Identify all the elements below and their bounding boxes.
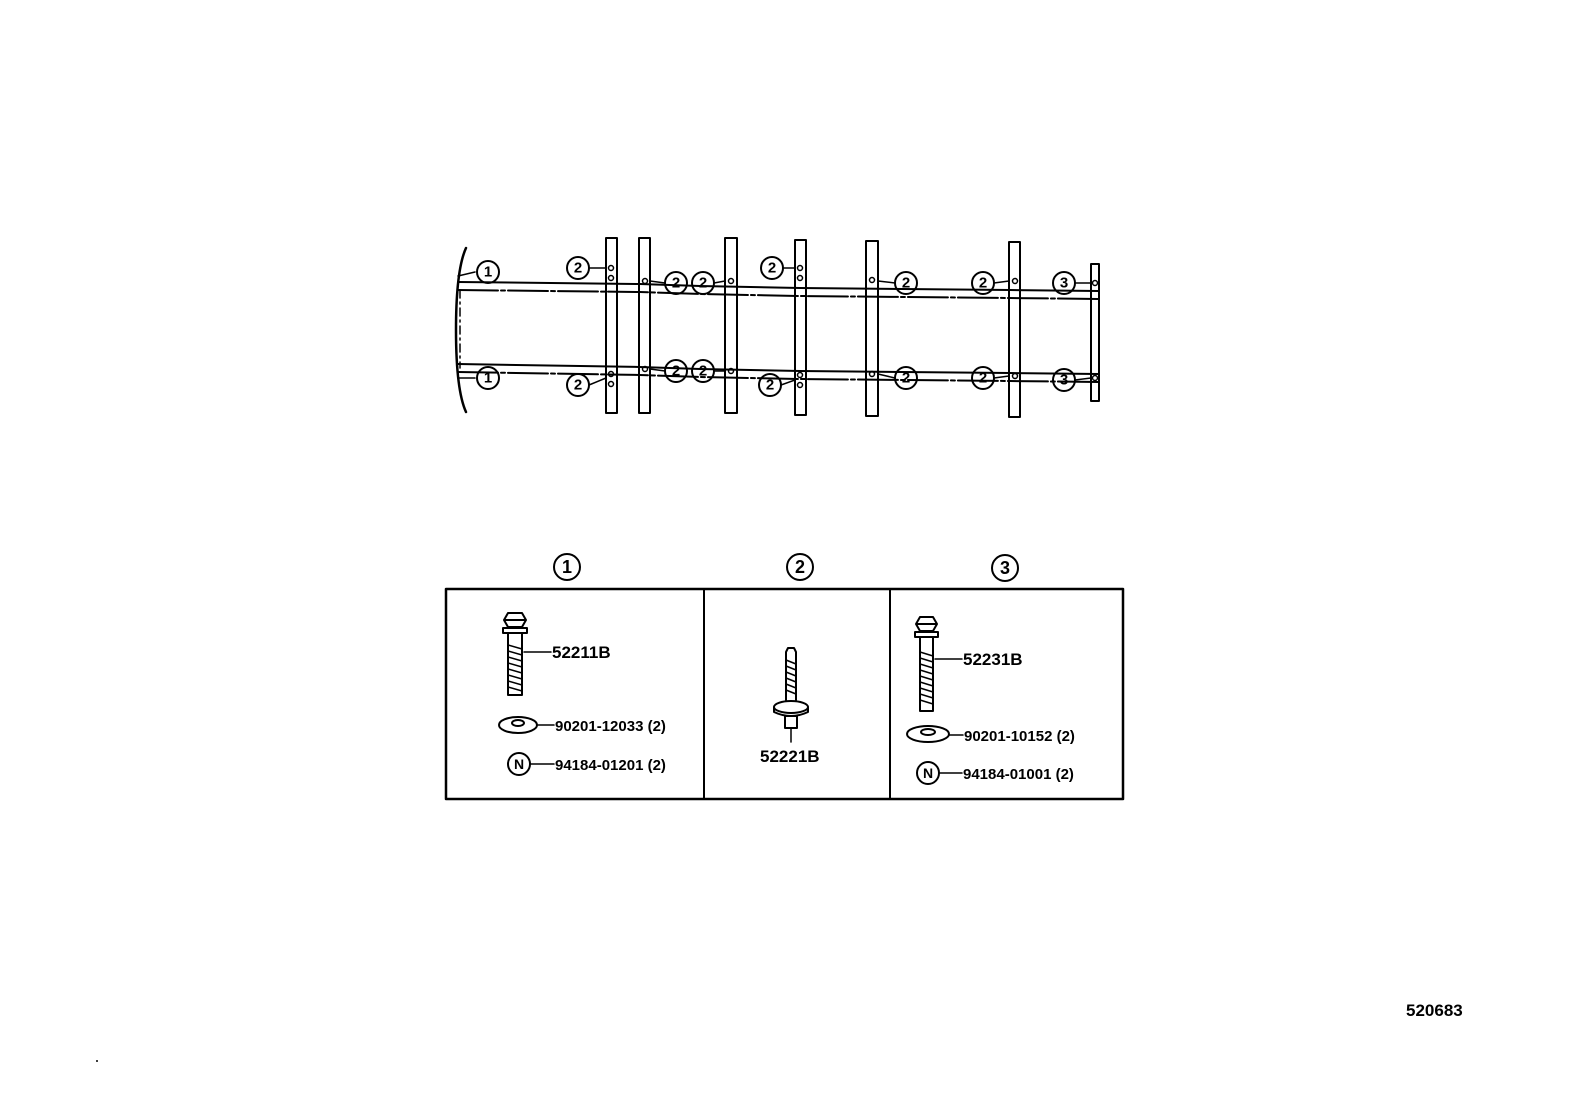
side-rail-lower <box>457 363 1099 383</box>
bolt-icon <box>914 616 939 712</box>
callout-2: 2 <box>574 377 582 394</box>
legend-group-3: 52231B 90201-10152 (2) N 94184-01001 (2) <box>906 616 1075 785</box>
side-rail-upper <box>457 281 1099 300</box>
legend-group-2: 52221B <box>760 647 820 766</box>
part-label-52221B: 52221B <box>760 747 820 766</box>
part-label-94184-01001: 94184-01001 (2) <box>963 766 1074 783</box>
nut-symbol: N <box>514 756 524 772</box>
illustration-number: 520683 <box>1406 1001 1463 1020</box>
callout-2: 2 <box>766 377 774 394</box>
callout-2: 2 <box>672 363 680 380</box>
cross-members <box>605 237 1100 418</box>
callout-1-lower: 1 <box>484 370 492 387</box>
legend-header-2: 2 <box>795 557 805 577</box>
stud-bolt-icon <box>773 647 809 729</box>
part-label-90201-12033: 90201-12033 (2) <box>555 718 666 735</box>
frame-illustration: 1 1 2 2 2 2 2 <box>454 237 1100 418</box>
legend-box <box>444 587 1125 801</box>
cross-member <box>638 237 651 414</box>
part-label-52231B: 52231B <box>963 650 1023 669</box>
callout-2: 2 <box>902 275 910 292</box>
washer-icon <box>906 725 950 743</box>
legend-header-3-circle <box>991 554 1019 582</box>
front-bumper-bracket <box>454 246 468 414</box>
callout-3-upper: 3 <box>1060 275 1068 292</box>
legend-table: 1 2 3 52211B 90201 <box>444 553 1125 801</box>
legend-header-2-circle <box>786 553 814 581</box>
cross-member <box>794 239 807 416</box>
cross-member <box>605 237 618 414</box>
callout-2: 2 <box>574 260 582 277</box>
legend-header-3: 3 <box>1000 558 1010 578</box>
washer-icon <box>498 716 538 734</box>
callout-2: 2 <box>699 363 707 380</box>
cross-member <box>1008 241 1021 418</box>
callout-1-upper: 1 <box>484 264 492 281</box>
legend-header-1-circle <box>553 553 581 581</box>
callout-2: 2 <box>979 275 987 292</box>
part-label-52211B: 52211B <box>552 643 611 662</box>
callout-circle <box>476 260 500 284</box>
legend-group-1: 52211B 90201-12033 (2) N 94184-01201 (2) <box>498 612 666 776</box>
callout-2: 2 <box>768 260 776 277</box>
callout-2: 2 <box>699 275 707 292</box>
callout-2: 2 <box>902 370 910 387</box>
callout-2: 2 <box>979 370 987 387</box>
cross-member-rear <box>1090 263 1100 402</box>
callout-3-lower: 3 <box>1060 372 1068 389</box>
part-label-94184-01201: 94184-01201 (2) <box>555 757 666 774</box>
bolt-icon <box>502 612 528 696</box>
callouts: 1 1 2 2 2 2 2 <box>457 256 1099 397</box>
stray-dot <box>96 1060 98 1062</box>
callout-circle <box>476 366 500 390</box>
part-label-90201-10152: 90201-10152 (2) <box>964 728 1075 745</box>
cross-member <box>865 240 879 417</box>
callout-2: 2 <box>672 275 680 292</box>
cross-member <box>724 237 738 414</box>
legend-header-1: 1 <box>562 557 572 577</box>
nut-symbol: N <box>923 765 933 781</box>
